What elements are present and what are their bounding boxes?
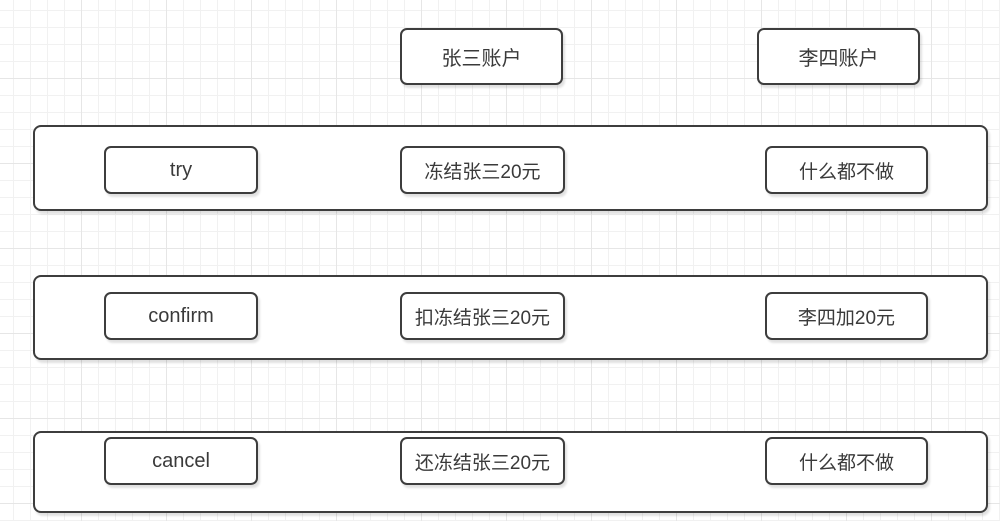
lisi-operation-label-try: 什么都不做	[798, 161, 894, 183]
zhangsan-operation-box-confirm: 扣冻结张三20元	[400, 292, 565, 340]
lisi-operation-label-cancel: 什么都不做	[798, 452, 894, 474]
account-label-zhangsan: 张三账户	[441, 48, 522, 70]
zhangsan-operation-label-cancel: 还冻结张三20元	[414, 452, 551, 474]
phase-action-label-cancel: cancel	[152, 449, 210, 472]
phase-lane-try: try 冻结张三20元 什么都不做	[33, 125, 988, 211]
phase-action-label-confirm: confirm	[148, 304, 214, 327]
zhangsan-operation-label-try: 冻结张三20元	[424, 161, 541, 183]
zhangsan-operation-box-try: 冻结张三20元	[400, 146, 565, 194]
zhangsan-operation-label-confirm: 扣冻结张三20元	[414, 307, 551, 329]
phase-lane-confirm: confirm 扣冻结张三20元 李四加20元	[33, 275, 988, 360]
account-label-lisi: 李四账户	[798, 48, 879, 70]
lisi-operation-box-confirm: 李四加20元	[765, 292, 928, 340]
account-box-lisi: 李四账户	[757, 28, 920, 85]
phase-action-box-try: try	[104, 146, 258, 194]
phase-lane-cancel: cancel 还冻结张三20元 什么都不做	[33, 431, 988, 513]
lisi-operation-box-try: 什么都不做	[765, 146, 928, 194]
lisi-operation-label-confirm: 李四加20元	[797, 307, 896, 329]
zhangsan-operation-box-cancel: 还冻结张三20元	[400, 437, 565, 485]
account-box-zhangsan: 张三账户	[400, 28, 563, 85]
lisi-operation-box-cancel: 什么都不做	[765, 437, 928, 485]
phase-action-box-confirm: confirm	[104, 292, 258, 340]
phase-action-box-cancel: cancel	[104, 437, 258, 485]
phase-action-label-try: try	[169, 158, 193, 181]
